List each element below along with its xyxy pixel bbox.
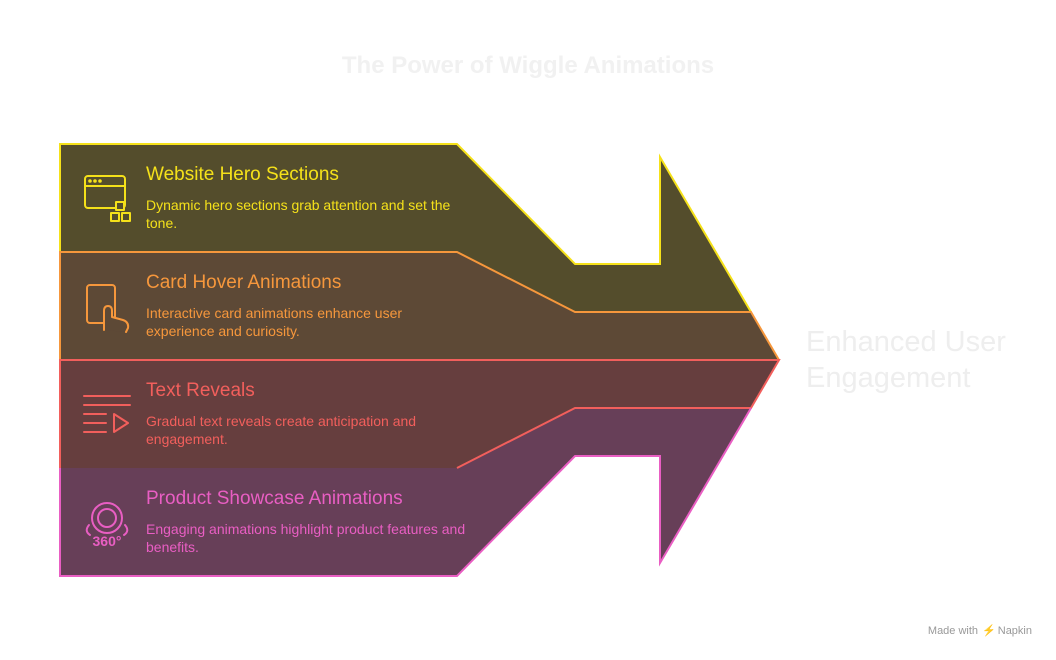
footer-prefix: Made with	[927, 625, 979, 637]
band-1-description: Dynamic hero sections grab attention and…	[146, 197, 451, 231]
band-4-description: Engaging animations highlight product fe…	[146, 521, 466, 555]
band-1-text: Website Hero Sections Dynamic hero secti…	[146, 164, 466, 232]
product-360-icon: 360°	[85, 502, 129, 549]
band-4-shape	[60, 408, 751, 576]
diagram-title: The Power of Wiggle Animations	[341, 52, 715, 79]
text-play-icon	[83, 395, 131, 433]
band-3-description: Gradual text reveals create anticipation…	[146, 413, 417, 447]
band-3-shape	[60, 360, 779, 468]
band-2-outline	[59, 251, 780, 361]
band-3-outline	[59, 359, 781, 469]
made-with-napkin-link[interactable]: Made with⚡Napkin	[928, 624, 1032, 637]
website-layout-icon	[84, 175, 131, 222]
band-2-text: Card Hover Animations Interactive card a…	[146, 272, 466, 340]
band-2-shape	[60, 252, 779, 360]
band-3-title: Text Reveals	[146, 380, 255, 401]
band-2-description: Interactive card animations enhance user…	[146, 305, 403, 339]
band-4-outline	[59, 407, 752, 577]
band-1-outline	[59, 143, 752, 313]
band-4-text: Product Showcase Animations Engaging ani…	[146, 488, 466, 556]
card-tap-icon	[86, 284, 130, 333]
outcome-line-2: Engagement	[806, 362, 971, 394]
band-2-title: Card Hover Animations	[146, 272, 342, 293]
napkin-logo-icon: ⚡	[982, 625, 996, 637]
outcome-label: Enhanced User Engagement	[806, 324, 1046, 396]
band-4-title: Product Showcase Animations	[146, 488, 403, 509]
outcome-line-1: Enhanced User	[806, 326, 1006, 358]
svg-text:360°: 360°	[93, 533, 122, 549]
band-3-text: Text Reveals Gradual text reveals create…	[146, 380, 466, 448]
band-1-title: Website Hero Sections	[146, 164, 339, 185]
band-1-shape	[60, 144, 751, 312]
footer-brand: Napkin	[997, 625, 1032, 637]
